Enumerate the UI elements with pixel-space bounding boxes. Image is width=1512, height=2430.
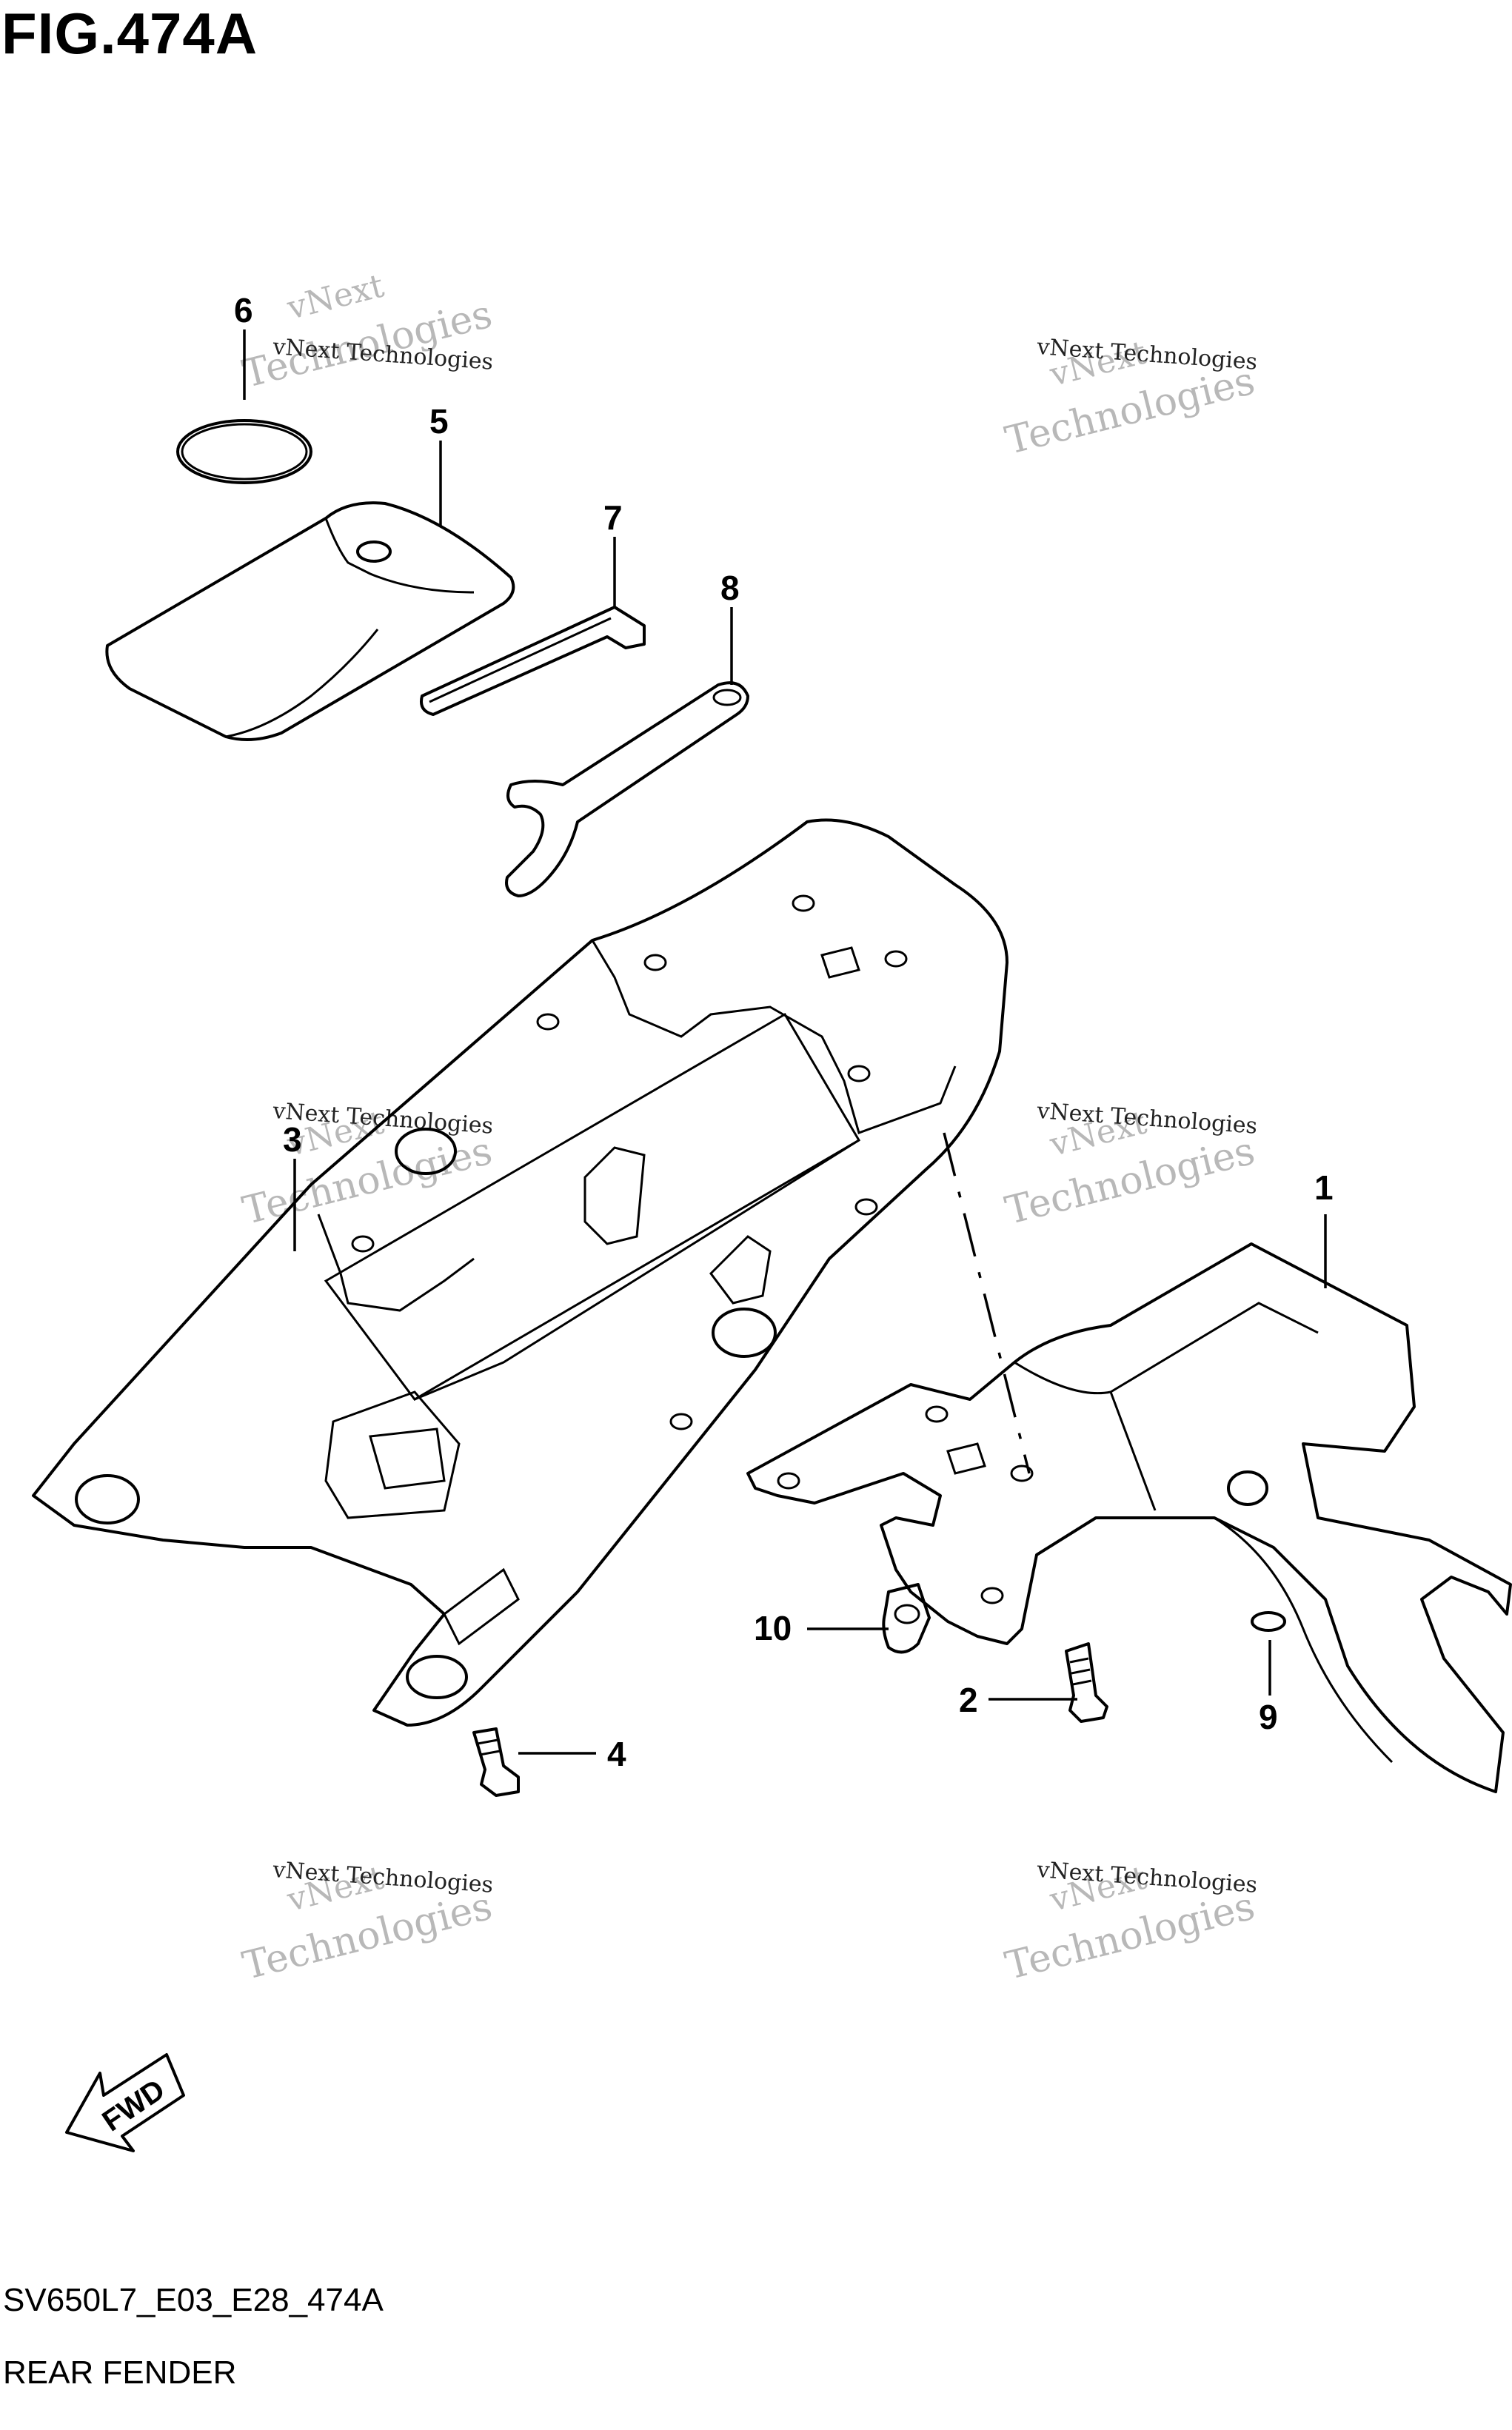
part-3-hole [847, 1065, 871, 1082]
part-1-crease [1109, 1391, 1157, 1511]
watermark-bottom-right: vNext Technologies [1001, 1858, 1259, 1989]
callout-3: 3 [283, 1120, 302, 1159]
part-3-tray [324, 1012, 861, 1401]
watermark-top-right: vNext Technologies [1001, 333, 1259, 463]
part-3-grommet-left [75, 1474, 140, 1524]
part-10-clip[interactable] [882, 1583, 931, 1654]
part-6-ring-inner [181, 423, 308, 481]
part-5-snap [356, 540, 392, 563]
part-3-grommet-right [712, 1308, 777, 1358]
part-10-head [894, 1604, 920, 1624]
watermark-bottom-left: vNext Technologies [238, 1858, 496, 1989]
part-7-hex-edge [429, 617, 612, 703]
figure-caption: REAR FENDER [3, 2354, 237, 2391]
callout-9: 9 [1259, 1698, 1278, 1736]
part-1-top-edge [1014, 1302, 1319, 1395]
watermark-top-left: vNext Technologies [238, 267, 496, 397]
part-1-flap-edge [1214, 1516, 1394, 1764]
part-1-bushing [1227, 1470, 1268, 1506]
part-1-slot [946, 1442, 986, 1475]
part-3-latch-housing [324, 1390, 461, 1519]
mounting-axis-line [943, 1132, 1031, 1474]
part-1-hole [980, 1587, 1004, 1604]
part-3-hole [669, 1413, 693, 1430]
part-7-hex-key[interactable] [420, 606, 646, 716]
part-3-hole [351, 1235, 375, 1253]
part-1-hole [1010, 1465, 1034, 1482]
part-3-left-rail [317, 1214, 475, 1312]
part-3-latch [369, 1427, 446, 1490]
fwd-arrow-icon: FWD [65, 2053, 185, 2152]
part-4-bolt[interactable] [472, 1727, 520, 1797]
callout-8: 8 [720, 569, 740, 607]
part-3-clip-a [583, 1146, 646, 1245]
part-9-washer[interactable] [1251, 1611, 1286, 1632]
part-3-hole [536, 1013, 560, 1031]
part-1-hole [777, 1472, 800, 1490]
callout-10: 10 [754, 1609, 792, 1647]
part-4-thread [477, 1738, 501, 1756]
part-3-grommet-top [395, 1128, 457, 1175]
figure-title: FIG.474A [1, 1, 258, 66]
part-3-hole [792, 894, 815, 912]
watermark-mid-right: vNext Technologies [1001, 1103, 1259, 1234]
part-3-tail-cowl[interactable] [32, 818, 1008, 1727]
part-3-grommet-bottom [406, 1655, 468, 1699]
callout-7: 7 [603, 498, 623, 537]
part-3-clip-b [709, 1235, 772, 1305]
part-3-hole [854, 1198, 878, 1216]
part-8-end [712, 689, 742, 706]
part-3-rack-edge [591, 940, 957, 1134]
part-8-spanner[interactable] [505, 681, 749, 897]
part-2-thread [1069, 1657, 1092, 1686]
part-5-fold [225, 629, 379, 738]
callout-2: 2 [959, 1681, 978, 1719]
callout-6: 6 [234, 291, 253, 329]
callout-5: 5 [429, 402, 449, 441]
part-5-tool-bag[interactable] [105, 501, 515, 741]
part-3-tray-floor [414, 1139, 860, 1401]
part-5-flap [324, 518, 475, 594]
model-code: SV650L7_E03_E28_474A [3, 2282, 384, 2318]
part-3-slot [820, 946, 860, 979]
part-6-ring[interactable] [176, 419, 312, 484]
part-3-hole [884, 950, 908, 968]
part-1-hole [925, 1405, 949, 1423]
watermark-small: vNext [283, 267, 388, 327]
callout-4: 4 [607, 1735, 626, 1773]
part-1-rear-fender[interactable] [746, 1242, 1512, 1793]
part-3-hole [643, 954, 667, 971]
part-3-tab [443, 1567, 520, 1646]
callout-1: 1 [1314, 1168, 1334, 1207]
